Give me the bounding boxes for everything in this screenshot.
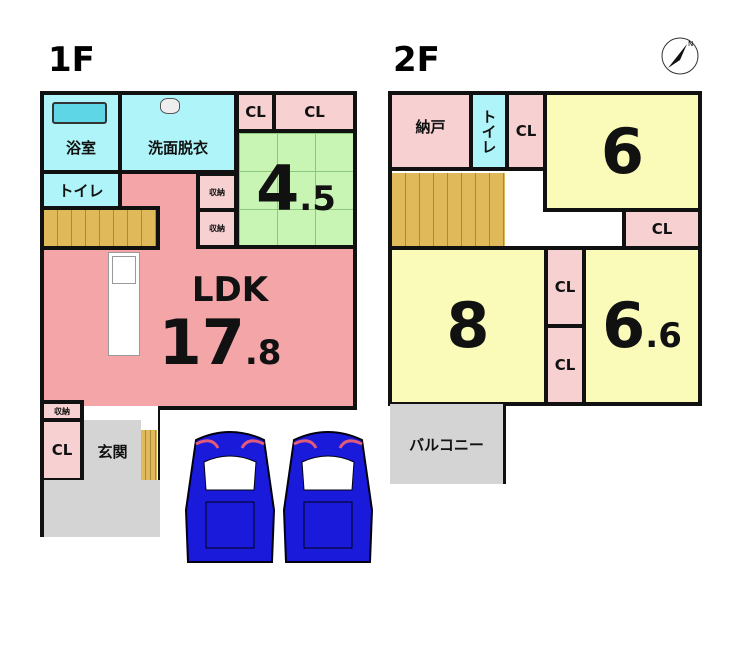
room-size: 6.6 <box>602 289 682 362</box>
room-label: CL <box>51 441 73 459</box>
room-label: 浴室 <box>65 139 96 157</box>
room-storeroom: 納戸 <box>388 91 473 171</box>
closet: CL <box>544 324 586 406</box>
room-ldk-label: LDK <box>191 270 269 310</box>
car-icon <box>184 431 276 563</box>
porch <box>40 480 160 537</box>
room-label: CL <box>554 278 576 296</box>
entrance-step <box>141 430 157 480</box>
room-6: 6 <box>543 91 702 212</box>
room-toilet: トイレ <box>40 170 122 210</box>
room-entrance: 玄関 <box>84 420 141 482</box>
compass-north-label: N <box>688 40 693 48</box>
compass-icon: N <box>661 37 699 75</box>
car-icon <box>282 431 374 563</box>
room-size: 4.5 <box>256 152 336 225</box>
closet: CL <box>544 246 586 328</box>
room-label: バルコニー <box>409 435 484 454</box>
closet: CL <box>505 91 547 171</box>
stove-icon <box>112 256 136 284</box>
room-label: トイレ <box>479 108 498 154</box>
room-label: 玄関 <box>97 442 128 461</box>
kitchen-counter <box>108 252 140 356</box>
room-label: 収納 <box>209 224 225 233</box>
storage: 収納 <box>196 172 238 212</box>
room-tatami: 4.5 <box>235 129 357 249</box>
room-label: CL <box>554 356 576 374</box>
floor-1-title: 1F <box>48 40 95 80</box>
sink-icon <box>160 98 180 114</box>
room-label: 納戸 <box>415 117 446 136</box>
room-label: トイレ <box>58 181 104 200</box>
staircase <box>40 206 160 250</box>
room-6-6: 6.6 <box>582 246 702 406</box>
closet: CL <box>235 91 276 133</box>
staircase <box>392 173 505 247</box>
room-toilet: トイレ <box>469 91 509 171</box>
room-size: 6 <box>600 114 645 188</box>
room-label: CL <box>651 220 673 238</box>
room-label: CL <box>515 122 537 140</box>
bathtub-icon <box>52 102 107 124</box>
room-label: 収納 <box>209 187 225 197</box>
room-label: CL <box>304 103 325 121</box>
room-label: 収納 <box>54 406 70 416</box>
room-8: 8 <box>388 246 548 406</box>
floor-2-title: 2F <box>393 40 440 80</box>
balcony: バルコニー <box>390 404 506 484</box>
closet: CL <box>272 91 357 133</box>
storage: 収納 <box>196 208 238 249</box>
closet: CL <box>40 418 84 482</box>
closet: CL <box>622 208 702 250</box>
room-size: 8 <box>446 289 490 362</box>
room-ldk-size: 17.8 <box>158 306 282 379</box>
room-label: 洗面脱衣 <box>147 139 208 157</box>
room-label: CL <box>245 103 266 121</box>
